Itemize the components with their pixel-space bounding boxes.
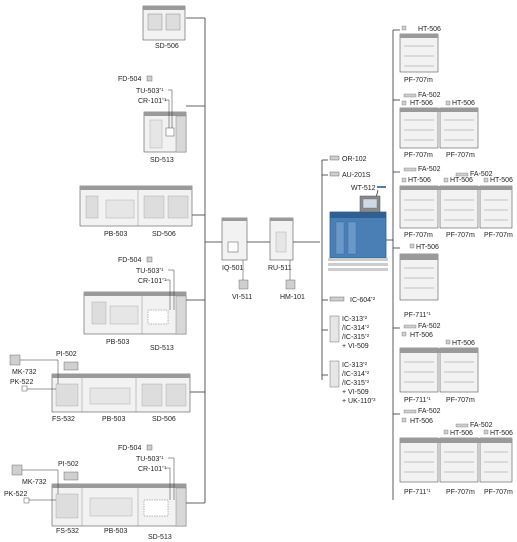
hm-label: HM-101 (280, 294, 305, 301)
g2-line3: /IC-315*2 (342, 379, 370, 387)
row4-sd-label: SD-513 (150, 345, 174, 352)
row4-pb-label: PB-503 (106, 339, 129, 346)
row6-fd-label: FD-504 (118, 445, 141, 452)
row5-pb-label: PB-503 (102, 416, 125, 423)
r6-ht3: HT-506 (490, 430, 513, 437)
vi-511-unit: VI-511 (232, 260, 252, 301)
r5-pf2: PF-707m (446, 397, 475, 404)
iq-501-unit: IQ-501 (221, 217, 248, 272)
r5-ht1: HT-506 (410, 332, 433, 339)
r3-ht1: HT-506 (408, 177, 431, 184)
r6-pf1: PF-711*1 (404, 488, 431, 496)
row2-tu-label: TU-503*1 (136, 87, 164, 95)
r3-fa2: FA-502 (470, 171, 493, 178)
r1-ht: HT-506 (418, 26, 441, 33)
au-label: AU-201S (342, 172, 371, 179)
r4-pf: PF-711*1 (404, 311, 431, 319)
r2-ht1: HT-506 (410, 100, 433, 107)
wt-label: WT-512 (351, 185, 376, 192)
r4-ht: HT-506 (416, 244, 439, 251)
row6-pk-label: PK-522 (4, 491, 27, 498)
ru-label: RU-511 (268, 265, 292, 272)
row4-fd-label: FD-504 (118, 257, 141, 264)
row6-fs-pb-sd-513: FD-504 TU-503*1 CR-101*1 PI-502 MK-732 P… (4, 444, 187, 541)
iq-label: IQ-501 (222, 265, 244, 272)
right-r5: FA-502 HT-506 HT-506 PF-711*1 PF-707m (399, 323, 479, 404)
r6-ht1: HT-506 (410, 418, 433, 425)
r3-fa1: FA-502 (418, 166, 441, 173)
right-r6: FA-502 FA-502 HT-506 HT-506 HT-506 PF-71… (399, 408, 513, 496)
r5-fa: FA-502 (418, 323, 441, 330)
g2-line4: + VI-509 (342, 389, 369, 396)
right-r2: FA-502 HT-506 HT-506 PF-707m PF-707m (399, 92, 479, 159)
r3-pf3: PF-707m (484, 232, 513, 239)
r6-pf3: PF-707m (484, 489, 513, 496)
row4-pb-sd-513: FD-504 TU-503*1 CR-101*1 PB-503 SD-513 (83, 256, 187, 352)
g1-line2: /IC-314*2 (342, 324, 370, 332)
g2-line5: + UK-110*3 (342, 397, 376, 405)
r2-pf2: PF-707m (446, 152, 475, 159)
r3-pf2: PF-707m (446, 232, 475, 239)
row5-pk-label: PK-522 (10, 379, 33, 386)
r3-ht3: HT-506 (490, 177, 513, 184)
right-r1: HT-506 PF-707m (399, 25, 441, 84)
row5-fs-label: FS-532 (52, 416, 75, 423)
r6-fa2: FA-502 (470, 422, 493, 429)
row5-sd-label: SD-506 (152, 416, 176, 423)
r2-ht2: HT-506 (452, 100, 475, 107)
r6-pf2: PF-707m (446, 489, 475, 496)
row2-sd-label: SD-513 (150, 157, 174, 164)
r6-fa1: FA-502 (418, 408, 441, 415)
row5-pi-label: PI-502 (56, 351, 77, 358)
row1-sd-label: SD-506 (155, 43, 179, 50)
vi-label: VI-511 (232, 294, 252, 301)
ic604-label: IC-604*2 (350, 296, 376, 304)
row6-tu-label: TU-503*1 (136, 455, 164, 463)
g1-line4: + VI-509 (342, 343, 369, 350)
g2-line2: /IC-314*2 (342, 370, 370, 378)
row4-cr-label: CR-101*1 (138, 277, 167, 285)
row2-fd-label: FD-504 (118, 76, 141, 83)
row6-pi-label: PI-502 (58, 461, 79, 468)
ru-511-unit: RU-511 (268, 217, 294, 272)
or-label: OR-102 (342, 156, 367, 163)
row4-tu-label: TU-503*1 (136, 267, 164, 275)
row2-sd-513: FD-504 TU-503*1 CR-101*1 SD-513 (118, 75, 187, 164)
r6-ht2: HT-506 (450, 430, 473, 437)
row3-pb-label: PB-503 (104, 231, 127, 238)
row1-sd-506: SD-506 (142, 5, 186, 50)
right-r4: HT-506 PF-711*1 (399, 243, 439, 319)
row5-mk-label: MK-732 (12, 369, 37, 376)
r5-ht2: HT-506 (452, 340, 475, 347)
r5-pf1: PF-711*1 (404, 396, 431, 404)
row6-mk-label: MK-732 (22, 479, 47, 486)
r3-ht2: HT-506 (450, 177, 473, 184)
r2-fa: FA-502 (418, 92, 441, 99)
r3-pf1: PF-707m (404, 232, 433, 239)
row6-sd-label: SD-513 (148, 534, 172, 541)
r2-pf1: PF-707m (404, 152, 433, 159)
connector-lines (186, 17, 400, 504)
main-engine: OR-102 AU-201S WT-512 IC-604*2 IC-313*2 … (328, 155, 388, 405)
row3-pb-sd: PB-503 SD-506 (79, 185, 193, 238)
g1-line1: IC-313*2 (342, 315, 368, 323)
row2-cr-label: CR-101*1 (138, 97, 167, 105)
row6-fs-label: FS-532 (56, 528, 79, 535)
right-r3: FA-502 FA-502 HT-506 HT-506 HT-506 PF-70… (399, 166, 513, 239)
g2-line1: IC-313*2 (342, 361, 368, 369)
hm-101-unit: HM-101 (280, 260, 305, 301)
g1-line3: /IC-315*2 (342, 333, 370, 341)
r1-pf: PF-707m (404, 77, 433, 84)
row3-sd-label: SD-506 (152, 231, 176, 238)
row5-fs-pb-sd: PI-502 MK-732 PK-522 FS-532 PB-503 SD-50… (9, 351, 191, 423)
row6-cr-label: CR-101*1 (138, 465, 167, 473)
row6-pb-label: PB-503 (104, 528, 127, 535)
